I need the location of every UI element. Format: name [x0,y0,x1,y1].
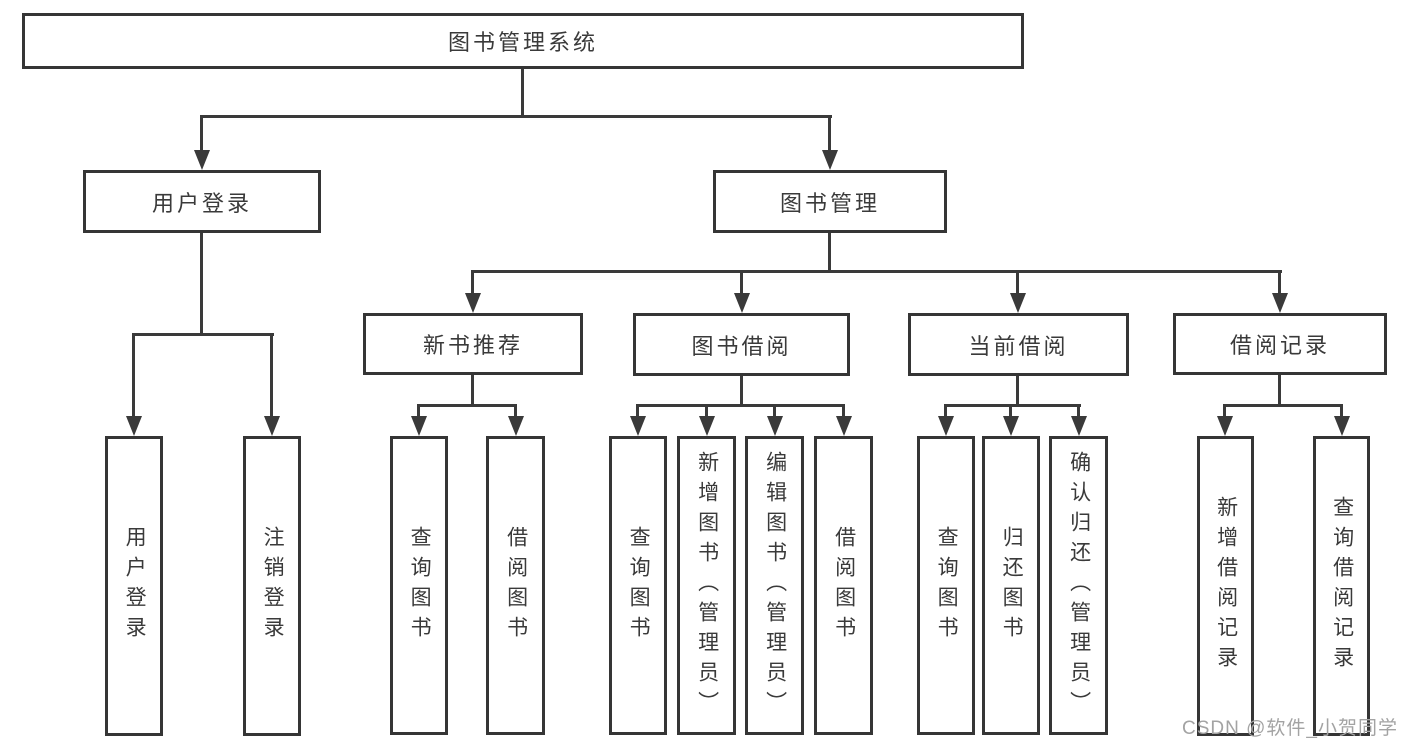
connector-user-login-stem [200,233,203,335]
csdn-watermark: CSDN @软件_小贺同学 [1182,718,1398,739]
leaf-newrec-query-books: 查询图书 [390,436,448,735]
leaf-borrow-edit-books-admin-label: 编辑图书（管理员） [763,450,787,721]
leaf-borrow-add-books-admin: 新增图书（管理员） [677,436,736,735]
leaf-current-return-books-label: 归还图书 [1000,525,1024,646]
connector-book-borrow-bar [636,404,845,407]
arrow-to-book-mgmt [821,117,838,170]
connector-book-mgmt-stem [828,233,831,272]
leaf-records-query-record: 查询借阅记录 [1313,436,1370,736]
arrow-to-current-borrow [1009,272,1026,313]
leaf-borrow-query-books: 查询图书 [609,436,667,735]
node-user-login: 用户登录 [83,170,321,233]
leaf-current-query-books: 查询图书 [917,436,975,735]
node-book-mgmt: 图书管理 [713,170,947,233]
leaf-newrec-query-books-label: 查询图书 [408,525,432,646]
node-book-borrow-label: 图书借阅 [691,333,792,359]
leaf-records-add-record: 新增借阅记录 [1197,436,1254,736]
arrow-borrow-records-leaf1 [1216,406,1233,436]
connector-borrow-records-stem [1278,375,1281,406]
leaf-current-return-books: 归还图书 [982,436,1040,735]
leaf-current-confirm-return-admin: 确认归还（管理员） [1049,436,1108,735]
leaf-borrow-borrow-books-label: 借阅图书 [832,525,856,646]
arrow-new-rec-leaf2 [507,406,524,436]
leaf-user-login-label: 用户登录 [123,526,147,646]
arrow-to-borrow-records [1271,272,1288,313]
leaf-borrow-borrow-books: 借阅图书 [814,436,873,735]
node-user-login-label: 用户登录 [151,190,252,216]
arrow-book-borrow-leaf1 [629,406,646,436]
leaf-records-query-record-label: 查询借阅记录 [1330,496,1354,676]
arrow-to-leaf-logout [263,335,280,436]
node-new-rec: 新书推荐 [363,313,583,375]
node-borrow-records: 借阅记录 [1173,313,1387,375]
leaf-borrow-edit-books-admin: 编辑图书（管理员） [745,436,804,735]
arrow-book-borrow-leaf2 [698,406,715,436]
leaf-logout: 注销登录 [243,436,301,736]
arrow-book-borrow-leaf4 [835,406,852,436]
node-book-borrow: 图书借阅 [633,313,850,376]
connector-book-borrow-stem [740,376,743,406]
node-root-label: 图书管理系统 [447,30,598,55]
arrow-current-borrow-leaf3 [1070,406,1087,436]
node-book-mgmt-label: 图书管理 [779,190,880,216]
arrow-current-borrow-leaf2 [1002,406,1019,436]
leaf-current-confirm-return-admin-label: 确认归还（管理员） [1067,450,1091,721]
arrow-new-rec-leaf1 [410,406,427,436]
node-borrow-records-label: 借阅记录 [1229,333,1330,358]
leaf-current-query-books-label: 查询图书 [935,525,959,646]
arrow-to-new-rec [464,272,481,313]
connector-level3-bar [471,270,1282,273]
connector-user-login-bar [132,333,274,336]
leaf-records-add-record-label: 新增借阅记录 [1214,496,1238,676]
arrow-book-borrow-leaf3 [766,406,783,436]
leaf-user-login: 用户登录 [105,436,163,736]
connector-borrow-records-bar [1223,404,1343,407]
leaf-borrow-query-books-label: 查询图书 [627,525,651,646]
connector-root-stem [521,69,524,117]
arrow-to-leaf-login [125,335,142,436]
node-root: 图书管理系统 [22,13,1024,69]
connector-new-rec-bar [417,404,517,407]
node-new-rec-label: 新书推荐 [422,333,523,358]
connector-current-borrow-bar [944,404,1081,407]
leaf-borrow-add-books-admin-label: 新增图书（管理员） [695,450,719,721]
arrow-to-book-borrow [733,272,750,313]
leaf-newrec-borrow-books-label: 借阅图书 [504,525,528,646]
connector-level1-bar [200,115,832,118]
leaf-logout-label: 注销登录 [261,526,285,646]
node-current-borrow-label: 当前借阅 [968,333,1069,359]
node-current-borrow: 当前借阅 [908,313,1129,376]
arrow-borrow-records-leaf2 [1333,406,1350,436]
connector-new-rec-stem [471,375,474,406]
arrow-current-borrow-leaf1 [937,406,954,436]
leaf-newrec-borrow-books: 借阅图书 [486,436,545,735]
arrow-to-user-login [193,117,210,170]
connector-current-borrow-stem [1016,376,1019,406]
